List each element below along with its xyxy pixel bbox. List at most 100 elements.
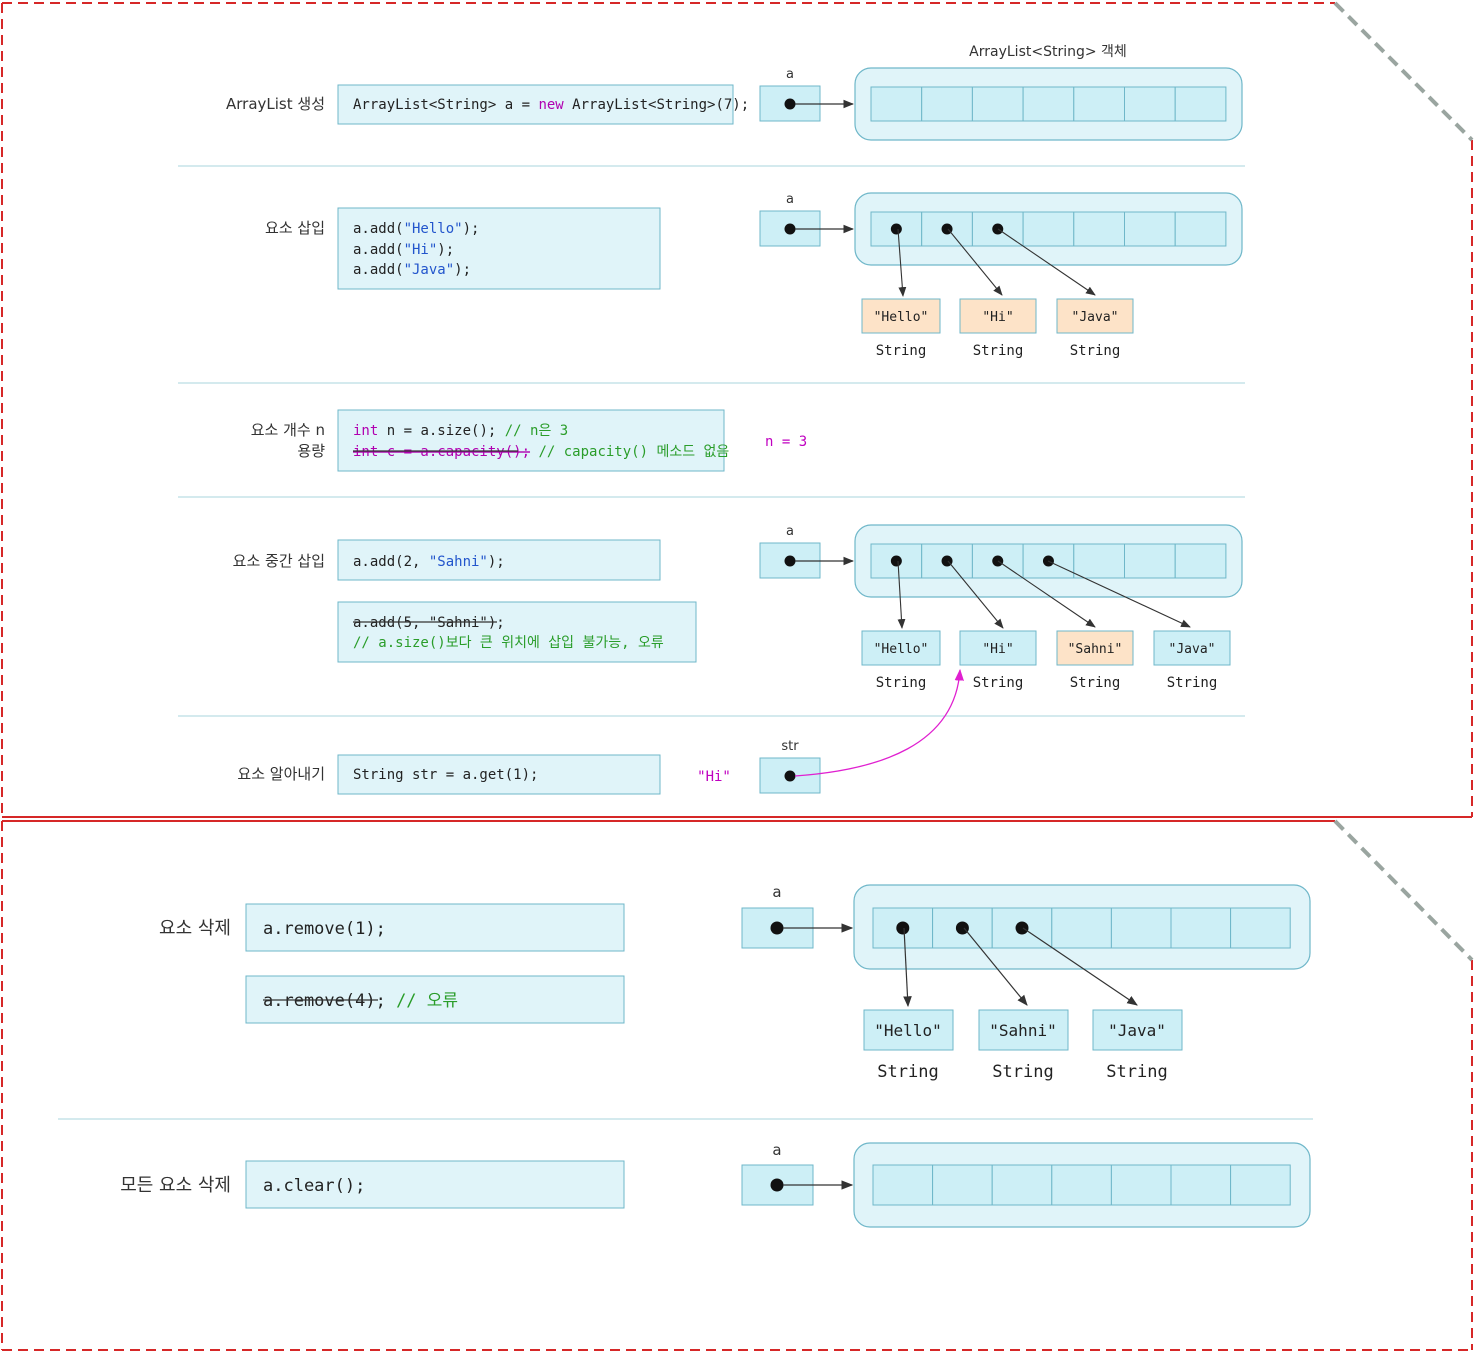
object-caption: ArrayList<String> 객체 bbox=[969, 44, 1127, 60]
array-slot bbox=[1073, 211, 1126, 247]
type-label: String bbox=[1070, 343, 1121, 359]
array-slot bbox=[1124, 86, 1176, 122]
string-value: "Sahni" bbox=[1068, 642, 1123, 657]
label-insert: 요소 삽입 bbox=[265, 219, 325, 237]
array-slot bbox=[1051, 907, 1112, 949]
type-label: String bbox=[1070, 675, 1121, 691]
slot-reference-dot bbox=[890, 223, 902, 235]
array-slot bbox=[1110, 907, 1172, 949]
ref-dot bbox=[784, 770, 796, 782]
ref-dot bbox=[770, 921, 784, 935]
array-slot bbox=[870, 86, 923, 122]
code-get: String str = a.get(1); bbox=[353, 767, 538, 783]
arraylist-object-2 bbox=[854, 192, 1243, 266]
array-slot bbox=[1230, 1164, 1291, 1206]
string-value: "Hello" bbox=[874, 310, 929, 325]
type-label: String bbox=[876, 675, 927, 691]
section-dividers bbox=[58, 165, 1313, 1120]
array-slot bbox=[1110, 1164, 1172, 1206]
array-slot bbox=[1051, 1164, 1112, 1206]
code-box-remove bbox=[245, 903, 625, 952]
type-label: String bbox=[1167, 675, 1218, 691]
element-pointers-3 bbox=[897, 560, 1191, 629]
slot-reference-dot bbox=[955, 921, 969, 935]
array-slot bbox=[1124, 543, 1176, 579]
array-slot bbox=[1022, 211, 1075, 247]
array-slot bbox=[971, 86, 1024, 122]
get-result: "Hi" bbox=[697, 769, 731, 785]
string-value: "Hello" bbox=[874, 642, 929, 657]
element-pointers-4 bbox=[903, 927, 1138, 1008]
label-capacity: 용량 bbox=[297, 442, 325, 460]
array-slot bbox=[1073, 543, 1126, 579]
array-slot bbox=[1124, 211, 1176, 247]
array-slot bbox=[1170, 907, 1232, 949]
array-slot bbox=[1170, 1164, 1232, 1206]
string-value: "Sahni" bbox=[989, 1021, 1056, 1040]
panel2-border bbox=[1, 819, 1474, 1351]
array-slot bbox=[1073, 86, 1126, 122]
array-slot bbox=[1174, 211, 1227, 247]
type-label: String bbox=[1106, 1062, 1167, 1082]
label-remove: 요소 삭제 bbox=[159, 918, 231, 939]
ref-dot bbox=[784, 223, 796, 235]
label-size: 요소 개수 n bbox=[251, 421, 325, 439]
string-objects-3: "Hello" "Hi" "Sahni" "Java" String Strin… bbox=[861, 630, 1231, 691]
code-size-line-2: int c = a.capacity(); // capacity() 메소드 … bbox=[353, 444, 729, 460]
comment-mid-insert-error: // a.size()보다 큰 위치에 삽입 불가능, 오류 bbox=[353, 635, 664, 651]
label-create: ArrayList 생성 bbox=[226, 95, 325, 113]
code-clear: a.clear(); bbox=[263, 1176, 365, 1196]
array-slot bbox=[991, 1164, 1053, 1206]
arraylist-object-5 bbox=[853, 1142, 1311, 1228]
code-remove-error: a.remove(4); // 오류 bbox=[263, 991, 458, 1011]
type-label: String bbox=[973, 675, 1024, 691]
panel1-border bbox=[1, 1, 1474, 818]
ref-label-a: a bbox=[786, 192, 794, 207]
ref-dot bbox=[784, 98, 796, 110]
page-fold-line bbox=[1333, 1, 1474, 142]
code-remove: a.remove(1); bbox=[263, 919, 386, 939]
code-box-mid-insert bbox=[337, 539, 661, 581]
label-get: 요소 알아내기 bbox=[237, 765, 325, 783]
code-box-create bbox=[337, 84, 734, 125]
arraylist-object-4 bbox=[853, 884, 1311, 970]
array-slot bbox=[1230, 907, 1291, 949]
code-insert-line-1: a.add("Hello"); bbox=[353, 221, 479, 237]
code-box-clear bbox=[245, 1160, 625, 1209]
slot-reference-dot bbox=[890, 555, 902, 567]
code-box-get bbox=[337, 754, 661, 795]
ref-dot bbox=[770, 1178, 784, 1192]
slot-reference-dot bbox=[896, 921, 910, 935]
code-mid-insert: a.add(2, "Sahni"); bbox=[353, 554, 505, 570]
code-box-size bbox=[337, 409, 725, 472]
array-slot bbox=[872, 1164, 934, 1206]
ref-label-a: a bbox=[772, 883, 781, 901]
string-value: "Java" bbox=[1108, 1021, 1166, 1040]
array-slot bbox=[932, 1164, 993, 1206]
array-slot bbox=[1174, 543, 1227, 579]
slot-reference-dot bbox=[992, 223, 1004, 235]
string-value: "Java" bbox=[1169, 642, 1216, 657]
ref-label-a: a bbox=[786, 524, 794, 539]
code-insert-line-3: a.add("Java"); bbox=[353, 262, 471, 278]
array-slot bbox=[921, 86, 973, 122]
type-label: String bbox=[877, 1062, 938, 1082]
string-value: "Hello" bbox=[874, 1021, 941, 1040]
code-mid-insert-error: a.add(5, "Sahni"); bbox=[353, 615, 505, 631]
size-result: n = 3 bbox=[765, 434, 807, 450]
ref-label-str: str bbox=[781, 739, 799, 754]
type-label: String bbox=[973, 343, 1024, 359]
arraylist-object-1 bbox=[854, 67, 1243, 141]
array-slot bbox=[1022, 86, 1075, 122]
code-size-line-1: int n = a.size(); // n은 3 bbox=[353, 423, 568, 439]
ref-label-a: a bbox=[786, 67, 794, 82]
ref-label-a: a bbox=[772, 1141, 781, 1159]
label-mid-insert: 요소 중간 삽입 bbox=[233, 552, 325, 570]
type-label: String bbox=[876, 343, 927, 359]
type-label: String bbox=[992, 1062, 1053, 1082]
array-slot bbox=[932, 907, 993, 949]
element-pointers-2 bbox=[897, 228, 1096, 297]
code-box-mid-insert-error bbox=[337, 601, 697, 663]
string-objects-2: "Hello" "Hi" "Java" String String String bbox=[861, 298, 1134, 359]
